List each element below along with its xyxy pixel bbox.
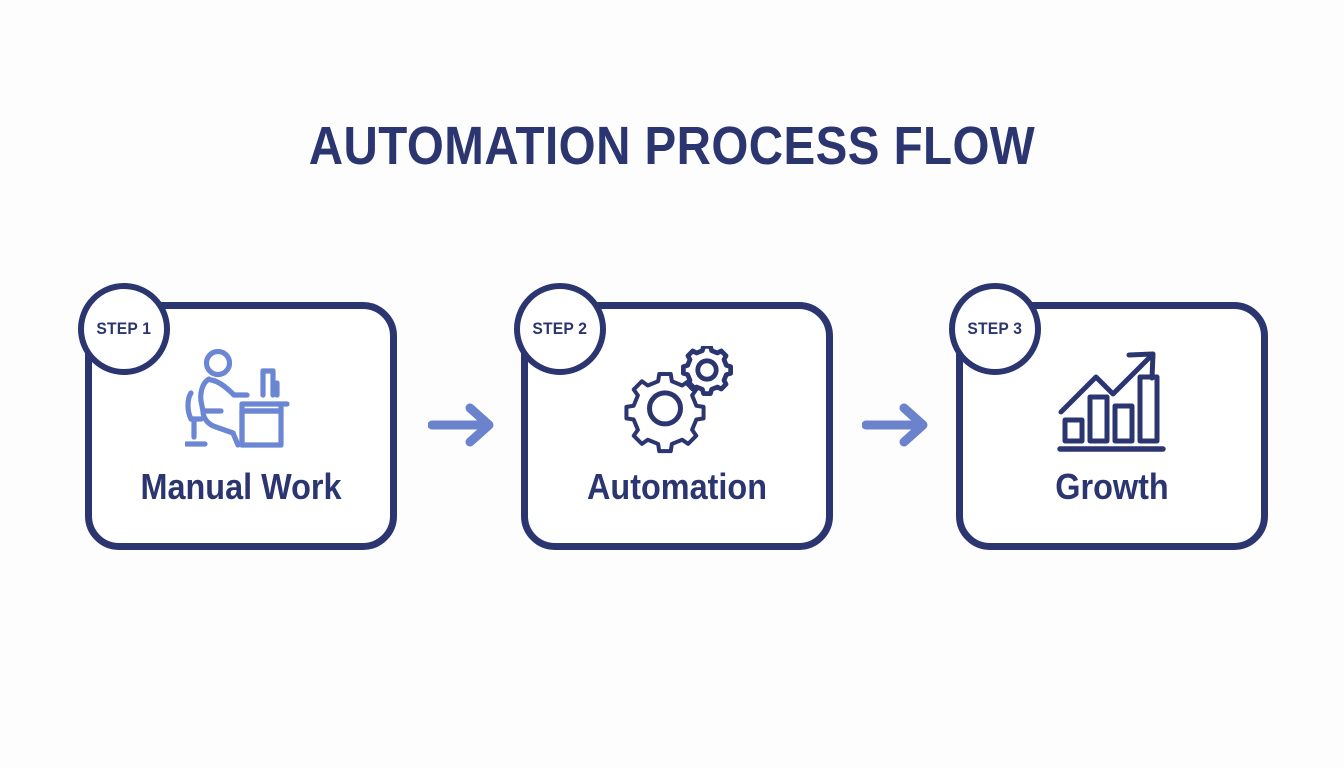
page-title: AUTOMATION PROCESS FLOW <box>308 116 1036 176</box>
step-badge-2[interactable]: STEP 2 <box>514 283 606 375</box>
gears-icon <box>528 341 826 461</box>
arrow-step2-to-step3-icon <box>861 402 936 448</box>
step-badge-1[interactable]: STEP 1 <box>78 283 170 375</box>
step-badge-label: STEP 2 <box>532 319 588 338</box>
step-card-label: Growth <box>1055 466 1169 507</box>
step-badge-label: STEP 3 <box>967 319 1023 338</box>
bar-chart-growth-arrow-icon <box>963 341 1261 461</box>
step-card-label: Manual Work <box>140 466 342 507</box>
step-badge-label: STEP 1 <box>96 319 152 338</box>
step-card-label: Automation <box>587 466 767 507</box>
step-badge-3[interactable]: STEP 3 <box>949 283 1041 375</box>
arrow-step1-to-step2-icon <box>427 402 502 448</box>
person-at-desk-icon <box>92 341 390 461</box>
